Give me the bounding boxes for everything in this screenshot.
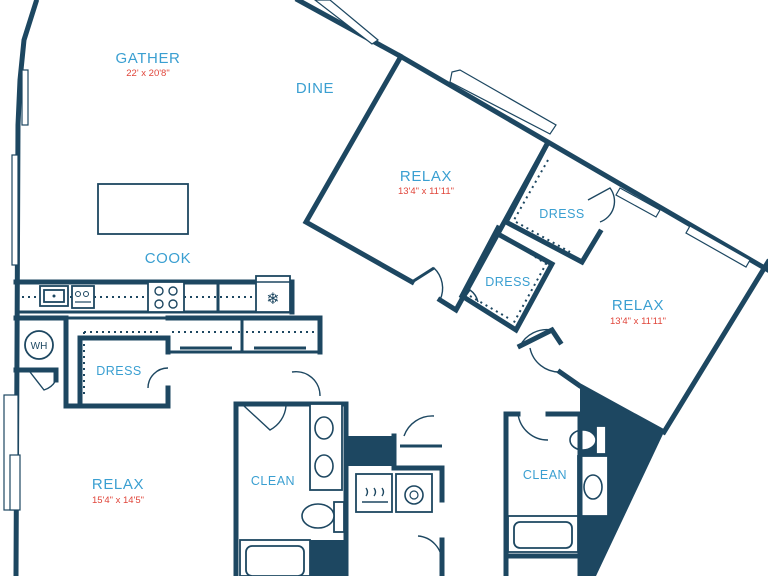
outer-walls xyxy=(13,0,768,576)
kitchen: ❄ xyxy=(13,183,295,315)
toilet-icon xyxy=(301,501,345,533)
bath-left xyxy=(233,401,349,576)
room-name-clean-right: CLEAN xyxy=(523,468,567,482)
left-suite-walls xyxy=(13,315,323,409)
room-dims-relax-right: 13'4" x 11'11" xyxy=(610,316,666,327)
room-dims-relax-upper: 13'4" x 11'11" xyxy=(398,186,454,197)
sink-icon xyxy=(39,285,69,307)
refrigerator-icon: ❄ xyxy=(255,275,291,313)
door-swing-icon xyxy=(411,267,444,301)
water-heater-label: WH xyxy=(31,341,48,352)
room-name-relax-upper: RELAX xyxy=(400,168,452,185)
kitchen-island xyxy=(97,183,189,235)
dress-closets-middle xyxy=(455,142,616,334)
toilet-icon xyxy=(569,425,607,455)
dishwasher-icon xyxy=(71,285,95,309)
room-name-clean-left: CLEAN xyxy=(251,474,295,488)
room-name-cook: COOK xyxy=(145,250,192,267)
svg-text:❄: ❄ xyxy=(266,289,279,308)
room-name-relax-right: RELAX xyxy=(612,297,664,314)
room-name-gather: GATHER xyxy=(116,50,181,67)
room-labels: GATHER 22' x 20'8" DINE COOK RELAX 13'4"… xyxy=(31,50,666,506)
room-dims-relax-left: 15'4" x 14'5" xyxy=(92,495,144,506)
room-name-dress-left: DRESS xyxy=(96,364,142,378)
laundry xyxy=(346,415,445,576)
left-windows xyxy=(3,69,29,511)
room-name-dress-upper: DRESS xyxy=(539,207,585,221)
bedroom-right-walls xyxy=(516,258,768,436)
stove-icon xyxy=(147,281,185,313)
water-heater xyxy=(24,330,54,360)
bathtub-icon xyxy=(507,515,579,553)
washer-icon xyxy=(395,473,433,513)
room-name-dress-middle: DRESS xyxy=(485,275,531,289)
dryer-icon xyxy=(355,473,393,513)
top-windows xyxy=(314,0,751,268)
room-name-relax-left: RELAX xyxy=(92,476,144,493)
room-dims-gather: 22' x 20'8" xyxy=(126,68,169,79)
room-name-dine: DINE xyxy=(296,80,334,97)
bath-right xyxy=(503,411,609,576)
bathtub-icon xyxy=(239,539,311,576)
